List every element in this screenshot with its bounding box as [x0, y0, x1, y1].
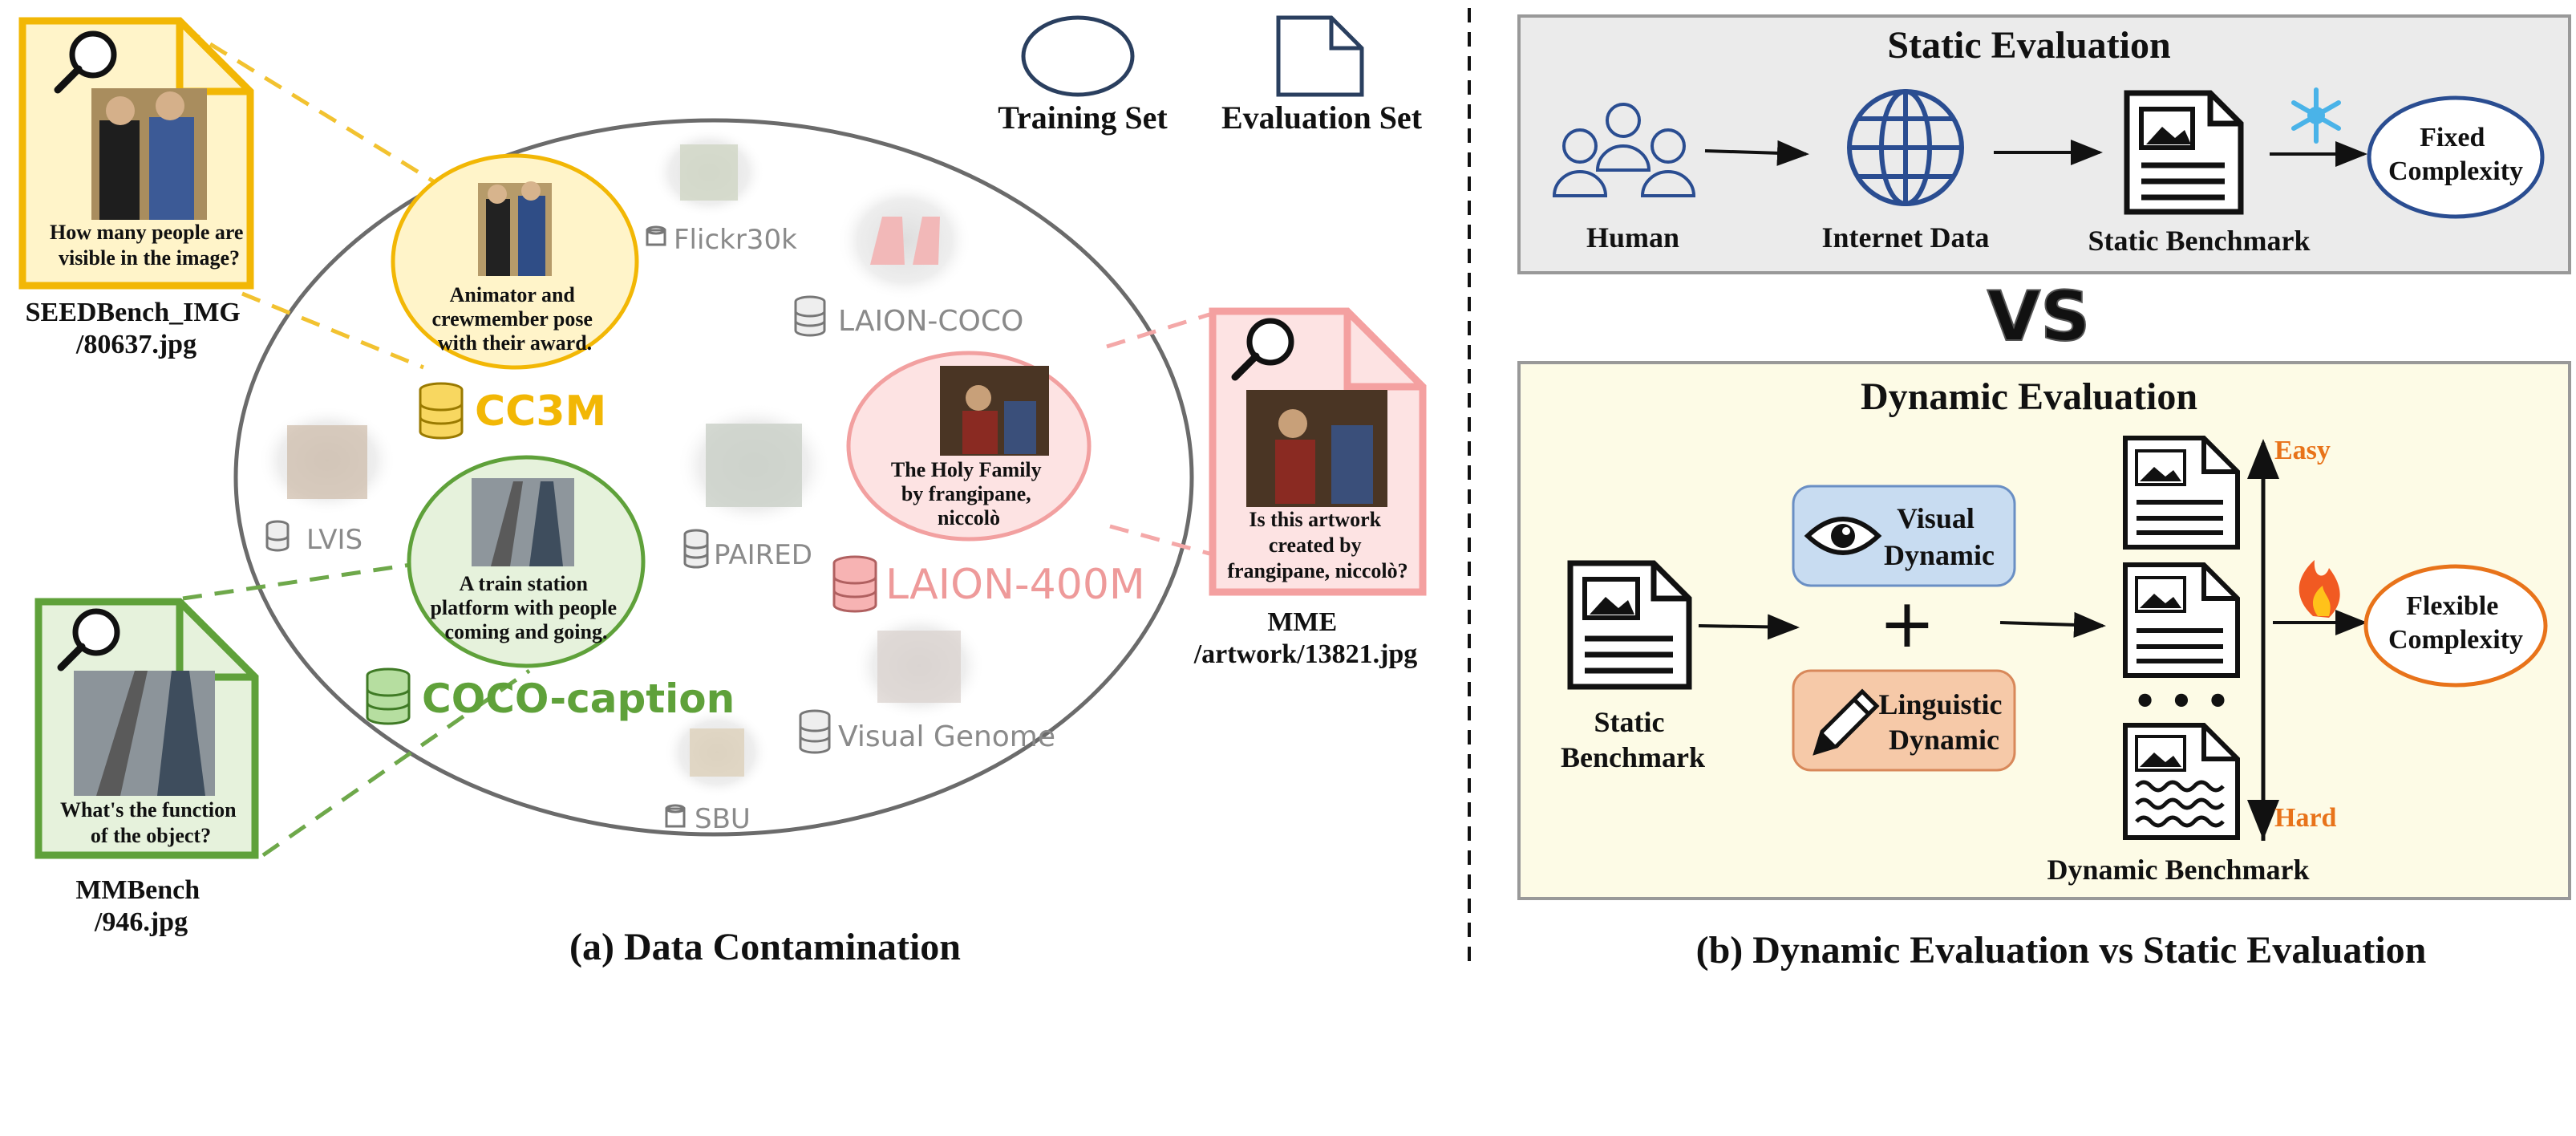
cc3m-label: CC3M: [475, 387, 606, 436]
paired-label: PAIRED: [714, 539, 812, 571]
snowflake-icon: [2291, 87, 2341, 144]
laion-training-bubble: The Holy Family by frangipane, niccolò: [846, 351, 1092, 542]
laion-coco-thumbnail: [837, 181, 972, 300]
paired-db-icon: [683, 529, 709, 569]
coco-caption-label: COCO-caption: [422, 676, 735, 722]
visual-genome-db-icon: [799, 709, 831, 754]
visual-dynamic-box: Visual Dynamic: [1792, 485, 2016, 587]
contamination-connectors: [181, 25, 1210, 858]
laion-caption: The Holy Family by frangipane, niccolò: [891, 458, 1047, 529]
data-contamination-panel: Training Set Evaluation Set Flick: [18, 15, 1427, 968]
dynamic-evaluation-box: Dynamic Evaluation Static Benchmark: [1517, 361, 2571, 900]
linguistic-dynamic-label: Linguistic Dynamic: [1878, 688, 2009, 756]
mme-question: Is this artwork created by frangipane, n…: [1227, 508, 1407, 582]
flexible-complexity-oval: [2363, 564, 2548, 688]
mme-eval-doc: Is this artwork created by frangipane, n…: [1209, 307, 1427, 596]
eye-icon: [1804, 517, 1882, 555]
arrow-human-to-internet: [1704, 140, 1809, 166]
data-universe-ellipse: [233, 118, 1194, 837]
laion-coco-db-icon: [794, 295, 826, 337]
static-benchmark-label: Static Benchmark: [2088, 225, 2311, 257]
seedbench-question: How many people are visible in the image…: [50, 221, 249, 270]
laion-400m-label: LAION-400M: [885, 561, 1145, 609]
easy-label: Easy: [2274, 436, 2331, 465]
fire-icon: [2299, 560, 2340, 618]
mme-source: MME /artwork/13821.jpg: [1193, 607, 1418, 669]
benchmark-variant-2: [2123, 562, 2240, 678]
pencil-icon: [1813, 688, 1880, 756]
linguistic-dynamic-box: Linguistic Dynamic: [1792, 669, 2016, 772]
evaluation-set-legend-label: Evaluation Set: [1221, 99, 1423, 136]
static-benchmark-icon: [2124, 90, 2244, 215]
magnifier-icon: [57, 608, 120, 671]
vs-label: VS: [1987, 277, 2091, 357]
sbu-label: SBU: [695, 803, 751, 835]
cc3m-caption: Animator and crewmember pose with their …: [432, 283, 598, 355]
sbu-db-icon: [665, 804, 686, 828]
hard-label: Hard: [2274, 803, 2337, 833]
human-label: Human: [1586, 221, 1679, 254]
static-benchmark-input-label: Static Benchmark: [1561, 706, 1705, 773]
laion-coco-label: LAION-COCO: [838, 305, 1023, 338]
cc3m-training-bubble: Animator and crewmember pose with their …: [391, 153, 639, 370]
laion-400m-db-icon: [832, 555, 877, 613]
magnifier-icon: [1231, 318, 1294, 381]
variant-ellipsis: • • •: [2133, 680, 2230, 723]
mmbench-question: What's the function of the object?: [60, 798, 241, 847]
flickr-db-icon: [646, 225, 666, 246]
seedbench-eval-doc: How many people are visible in the image…: [18, 17, 254, 290]
coco-db-icon: [366, 667, 411, 725]
magnifier-icon: [54, 30, 117, 94]
legend: Training Set Evaluation Set: [998, 15, 1423, 136]
mmbench-eval-doc: What's the function of the object?: [34, 598, 259, 859]
flexible-complexity-label: Flexible Complexity: [2388, 591, 2523, 655]
evaluation-set-legend-icon: [1276, 15, 1364, 97]
visual-dynamic-label: Visual Dynamic: [1884, 502, 1995, 571]
left-panel-caption: (a) Data Contamination: [569, 926, 961, 968]
training-set-legend-icon: [1021, 15, 1135, 97]
arrow-input-to-dynamics: [1698, 614, 1800, 640]
lvis-db-icon: [265, 520, 290, 552]
seedbench-source: SEEDBench_IMG /80637.jpg: [26, 298, 248, 359]
lvis-label: LVIS: [306, 524, 363, 556]
internet-data-label: Internet Data: [1822, 221, 1990, 254]
coco-caption-text: A train station platform with people com…: [430, 572, 622, 643]
dynamic-benchmark-label: Dynamic Benchmark: [2047, 854, 2310, 886]
static-evaluation-box: Static Evaluation Human Internet Data: [1517, 14, 2571, 274]
right-panel-caption: (b) Dynamic Evaluation vs Static Evaluat…: [1696, 929, 2427, 972]
static-benchmark-input-icon: [1567, 560, 1692, 690]
human-icon: [1552, 103, 1696, 197]
flickr-label: Flickr30k: [674, 224, 797, 256]
training-set-legend-label: Training Set: [998, 99, 1168, 136]
benchmark-variant-3: [2123, 723, 2240, 840]
arrow-dynamics-to-variants: [1999, 611, 2106, 638]
dynamic-evaluation-title: Dynamic Evaluation: [1861, 375, 2197, 418]
mmbench-source: MMBench /946.jpg: [75, 875, 206, 937]
grey-dataset-labels: Flickr30k LAION-COCO LVIS PAIRED: [265, 224, 1055, 835]
coco-training-bubble: A train station platform with people com…: [407, 455, 646, 668]
faded-thumbnails: [258, 128, 985, 797]
plus-sign: +: [1879, 584, 1935, 663]
fixed-complexity-label: Fixed Complexity: [2388, 123, 2523, 186]
evaluation-comparison-panel: Static Evaluation Human Internet Data: [1517, 14, 2571, 972]
cc3m-db-icon: [419, 382, 464, 440]
visual-genome-label: Visual Genome: [838, 720, 1055, 753]
globe-icon: [1847, 89, 1964, 206]
fixed-complexity-oval: [2367, 95, 2545, 219]
benchmark-variant-1: [2123, 436, 2240, 550]
static-evaluation-title: Static Evaluation: [1887, 24, 2170, 67]
